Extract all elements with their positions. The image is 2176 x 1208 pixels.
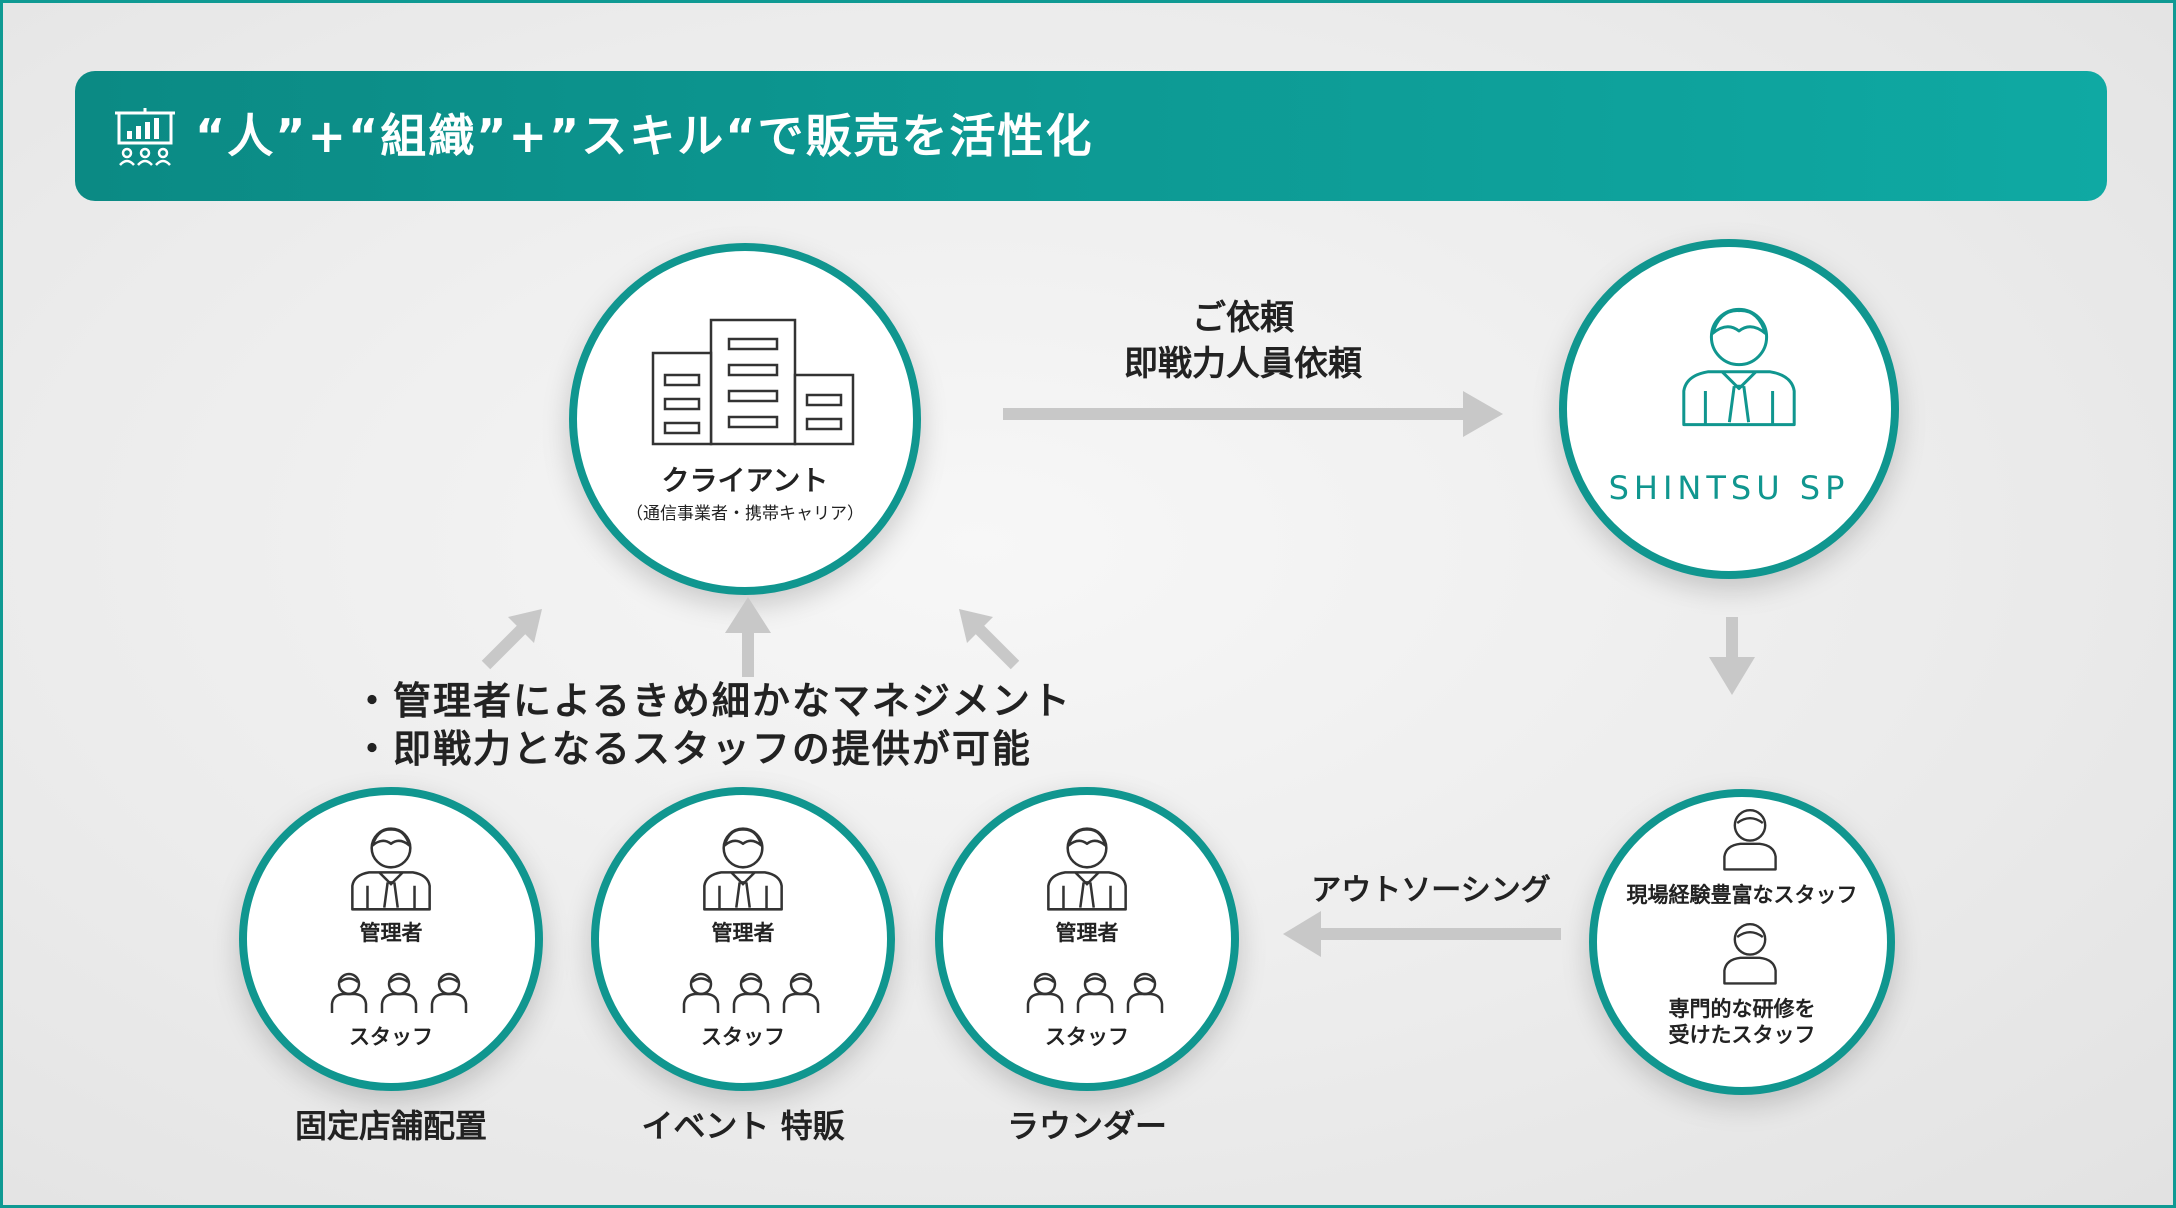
presentation-icon xyxy=(115,108,175,166)
team-circle-event: 管理者 スタッフ xyxy=(591,787,895,1091)
staff-icon xyxy=(1723,809,1777,871)
team-caption: ラウンダー xyxy=(1006,1107,1167,1145)
staff-icon xyxy=(732,972,770,1015)
outsourcing-label: アウトソーシング xyxy=(1311,873,1551,908)
team-caption: イベント 特販 xyxy=(641,1107,845,1145)
arrow-to-shintsu xyxy=(1003,391,1503,437)
staff-label: スタッフ xyxy=(1045,1025,1129,1049)
building-icon xyxy=(651,318,855,446)
benefit-1: ・管理者によるきめ細かなマネジメント xyxy=(353,679,1072,723)
staff-icon xyxy=(1723,923,1777,985)
manager-label: 管理者 xyxy=(1055,921,1119,945)
staff-pool-item1: 現場経験豊富なスタッフ xyxy=(1626,883,1858,907)
staff-pool-item2-line2: 受けたスタッフ xyxy=(1668,1023,1816,1047)
arrow-down xyxy=(1709,617,1755,695)
arrow-up-right xyxy=(959,609,1020,670)
staff-icon xyxy=(1026,972,1064,1015)
team-caption: 固定店舗配置 xyxy=(294,1107,487,1145)
client-circle: クライアント （通信事業者・携帯キャリア） xyxy=(569,243,921,595)
header-banner: “人”+“組織”+”スキル“で販売を活性化 xyxy=(75,71,2107,201)
staff-icon xyxy=(330,972,368,1015)
staff-icon xyxy=(1126,972,1164,1015)
staff-pool-item2-line1: 専門的な研修を xyxy=(1668,997,1816,1021)
page-title: “人”+“組織”+”スキル“で販売を活性化 xyxy=(195,109,1094,163)
team-circle-fixed-store: 管理者 スタッフ xyxy=(239,787,543,1091)
shintsu-circle: SHINTSU SP xyxy=(1559,239,1899,579)
arrow-to-teams xyxy=(1283,911,1561,957)
staff-icon xyxy=(1076,972,1114,1015)
team-circle-rounder: 管理者 スタッフ xyxy=(935,787,1239,1091)
staff-icon xyxy=(782,972,820,1015)
request-label: ご依頼 即戦力人員依頼 xyxy=(1063,295,1423,387)
manager-label: 管理者 xyxy=(711,921,775,945)
staff-icon xyxy=(380,972,418,1015)
staff-label: スタッフ xyxy=(349,1025,433,1049)
request-line2: 即戦力人員依頼 xyxy=(1124,344,1362,384)
manager-icon xyxy=(351,827,431,911)
manager-label: 管理者 xyxy=(359,921,423,945)
arrow-up-left xyxy=(481,609,542,670)
request-line1: ご依頼 xyxy=(1192,298,1294,338)
staff-pool-circle: 現場経験豊富なスタッフ 専門的な研修を 受けたスタッフ xyxy=(1589,789,1895,1095)
manager-icon xyxy=(1682,307,1796,427)
manager-icon xyxy=(1047,827,1127,911)
staff-label: スタッフ xyxy=(701,1025,785,1049)
staff-icon xyxy=(430,972,468,1015)
client-subtitle: （通信事業者・携帯キャリア） xyxy=(626,504,864,524)
staff-icon xyxy=(682,972,720,1015)
arrow-up-center xyxy=(725,597,771,677)
company-name: SHINTSU SP xyxy=(1608,469,1850,507)
manager-icon xyxy=(703,827,783,911)
client-name: クライアント xyxy=(661,464,829,497)
benefit-2: ・即戦力となるスタッフの提供が可能 xyxy=(353,727,1032,771)
benefits-text: ・管理者によるきめ細かなマネジメント ・即戦力となるスタッフの提供が可能 xyxy=(353,677,1072,773)
